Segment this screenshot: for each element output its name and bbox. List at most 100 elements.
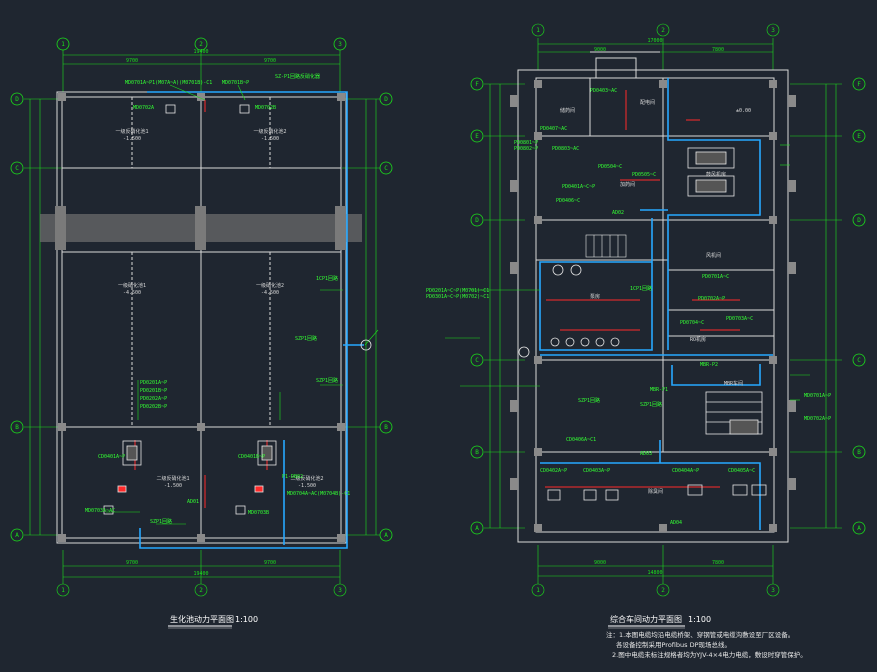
right-grid-left-C: C: [475, 357, 479, 364]
right-grid-bottom-1: 1: [536, 587, 540, 594]
left-tag-7: SZP1回路: [295, 335, 317, 342]
right-tag-26: MD0702A~P: [804, 416, 831, 422]
left-grid-left-D: D: [15, 96, 19, 103]
left-dim-top-1: 9700: [126, 58, 138, 64]
right-tag-20: CD0404A~P: [672, 468, 699, 474]
right-grid-bottom-3: 3: [771, 587, 775, 594]
left-tag-9: PD0201A~P: [140, 380, 167, 386]
right-tag-22: CD0406A~C1: [566, 437, 596, 443]
right-tag-30: PD0301A~C~P(M0702)~C1: [426, 294, 489, 300]
right-tag-17: SZP1回路: [640, 401, 662, 408]
left-tag-10: PD0201B~P: [140, 388, 167, 394]
left-tag-8: SZP1回路: [316, 377, 338, 384]
left-equipment-1: [117, 440, 142, 493]
left-grid-top-3: 3: [338, 41, 342, 48]
left-room-2-level: -1.500: [261, 136, 279, 142]
left-grid-left-A: A: [15, 532, 19, 539]
left-room-1-name: 一级反硝化池1: [115, 128, 148, 135]
right-red-cables: [545, 90, 740, 488]
right-grid-bottom-2: 2: [661, 587, 665, 594]
left-room-5-level: -1.500: [164, 483, 182, 489]
right-grid-right-A: A: [857, 525, 861, 532]
right-room-3: 加药间: [620, 181, 635, 188]
right-grid-left-D: D: [475, 217, 479, 224]
left-walkway-band: [40, 206, 362, 250]
right-tag-10: AD02: [612, 210, 624, 216]
right-plan-scale: 1:100: [688, 615, 711, 624]
left-tag-20: SZP1回路: [150, 518, 172, 525]
left-grid-right-C: C: [384, 165, 388, 172]
right-tag-8: PD0401A~C~P: [562, 184, 595, 190]
left-room-2-name: 一级反硝化池2: [253, 128, 286, 135]
right-grid-bubbles-sides: [470, 77, 866, 535]
right-tag-4: PD0802~P: [514, 146, 538, 152]
left-plan: 9700 9700 19400 1 2 3 D C B A D C B A: [10, 37, 393, 629]
left-dimension-top: [62, 50, 341, 92]
right-tag-15: 1CP1回路: [630, 285, 652, 292]
left-dimension-sides: [24, 98, 380, 536]
left-grid-top-2: 2: [199, 41, 203, 48]
right-tag-16: SZP1回路: [578, 397, 600, 404]
right-tag-5: PD0803~AC: [552, 146, 579, 152]
right-dim-bottom-total: 14800: [647, 570, 662, 576]
left-room-4-name: 一级硝化池2: [256, 282, 284, 289]
right-plan-title: 综合车间动力平面图: [610, 614, 682, 624]
right-walls: [517, 51, 789, 543]
right-dim-top-total: 17000: [647, 38, 662, 44]
right-grid-left-F: F: [475, 81, 479, 88]
right-tag-25: MD0701A~P: [804, 393, 831, 399]
right-grid-left-B: B: [475, 449, 479, 456]
left-dim-top-2: 9700: [264, 58, 276, 64]
left-tag-12: PD0202B~P: [140, 404, 167, 410]
right-columns: [510, 80, 796, 532]
right-level-mark: ±0.00: [736, 108, 751, 114]
right-grid-top-3: 3: [771, 27, 775, 34]
right-room-1: 储药间: [560, 107, 575, 114]
left-dim-bottom-total: 19400: [193, 571, 208, 577]
right-grid-right-D: D: [857, 217, 861, 224]
right-dimension-bottom: [531, 545, 780, 597]
left-tag-4: MD0702A: [133, 105, 154, 111]
left-grid-left-C: C: [15, 165, 19, 172]
left-tag-19: P1-DB02: [282, 474, 303, 480]
left-room-1-level: -1.500: [123, 136, 141, 142]
right-dim-bottom-2: 7800: [712, 560, 724, 566]
right-tag-19: CD0403A~P: [583, 468, 610, 474]
right-tag-9: PD0406~C: [556, 198, 580, 204]
left-tag-18: MD0704A~AC(M0704B)-C1: [287, 491, 350, 497]
left-room-4-level: -4.500: [261, 290, 279, 296]
right-tag-leaders: [445, 144, 810, 401]
left-tag-6: 1CP1回路: [316, 275, 338, 282]
right-note-1: 注：1.本图电缆均沿电缆桥架、穿钢管或电缆沟敷设至厂区设备。: [606, 630, 794, 639]
right-room-6: MBR车间: [724, 380, 743, 387]
right-stairs: [585, 234, 627, 258]
left-room-3-level: -4.500: [123, 290, 141, 296]
right-dim-top-1: 9000: [594, 47, 606, 53]
left-tag-14: CD0401B~P: [238, 454, 265, 460]
left-mixers: [103, 104, 250, 515]
right-room-2: 配电间: [640, 99, 655, 106]
left-equipment-2: [254, 440, 277, 493]
left-grid-right-A: A: [384, 532, 388, 539]
right-tag-28: MBR-P2: [700, 362, 718, 368]
right-tag-12: PD0702A~P: [698, 296, 725, 302]
right-tag-3: PD0801~P: [514, 140, 538, 146]
left-tag-2: MD0701B~P: [222, 80, 249, 86]
left-grid-bubbles-top: [56, 37, 347, 51]
right-grid-right-F: F: [857, 81, 861, 88]
right-tag-29: PD0201A~C~P(M0701)~C1: [426, 288, 489, 294]
left-grid-bottom-3: 3: [338, 587, 342, 594]
left-tag-17: MD0703B: [248, 510, 269, 516]
right-tag-18: CD0402A~P: [540, 468, 567, 474]
left-room-6-name: 二级反硝化池2: [290, 475, 323, 482]
right-tag-11: PD0701A~C: [702, 274, 729, 280]
right-grid-right-E: E: [857, 133, 861, 140]
left-grid-left-B: B: [15, 424, 19, 431]
right-tag-27: MBR-P1: [650, 387, 668, 393]
right-tag-6: PD0504~C: [598, 164, 622, 170]
right-tag-2: PD0407~AC: [540, 126, 567, 132]
right-grid-left-E: E: [475, 133, 479, 140]
right-equipment-deodor: [547, 484, 767, 501]
left-dimension-bottom: [56, 550, 347, 597]
left-dim-bottom-1: 9700: [126, 560, 138, 566]
